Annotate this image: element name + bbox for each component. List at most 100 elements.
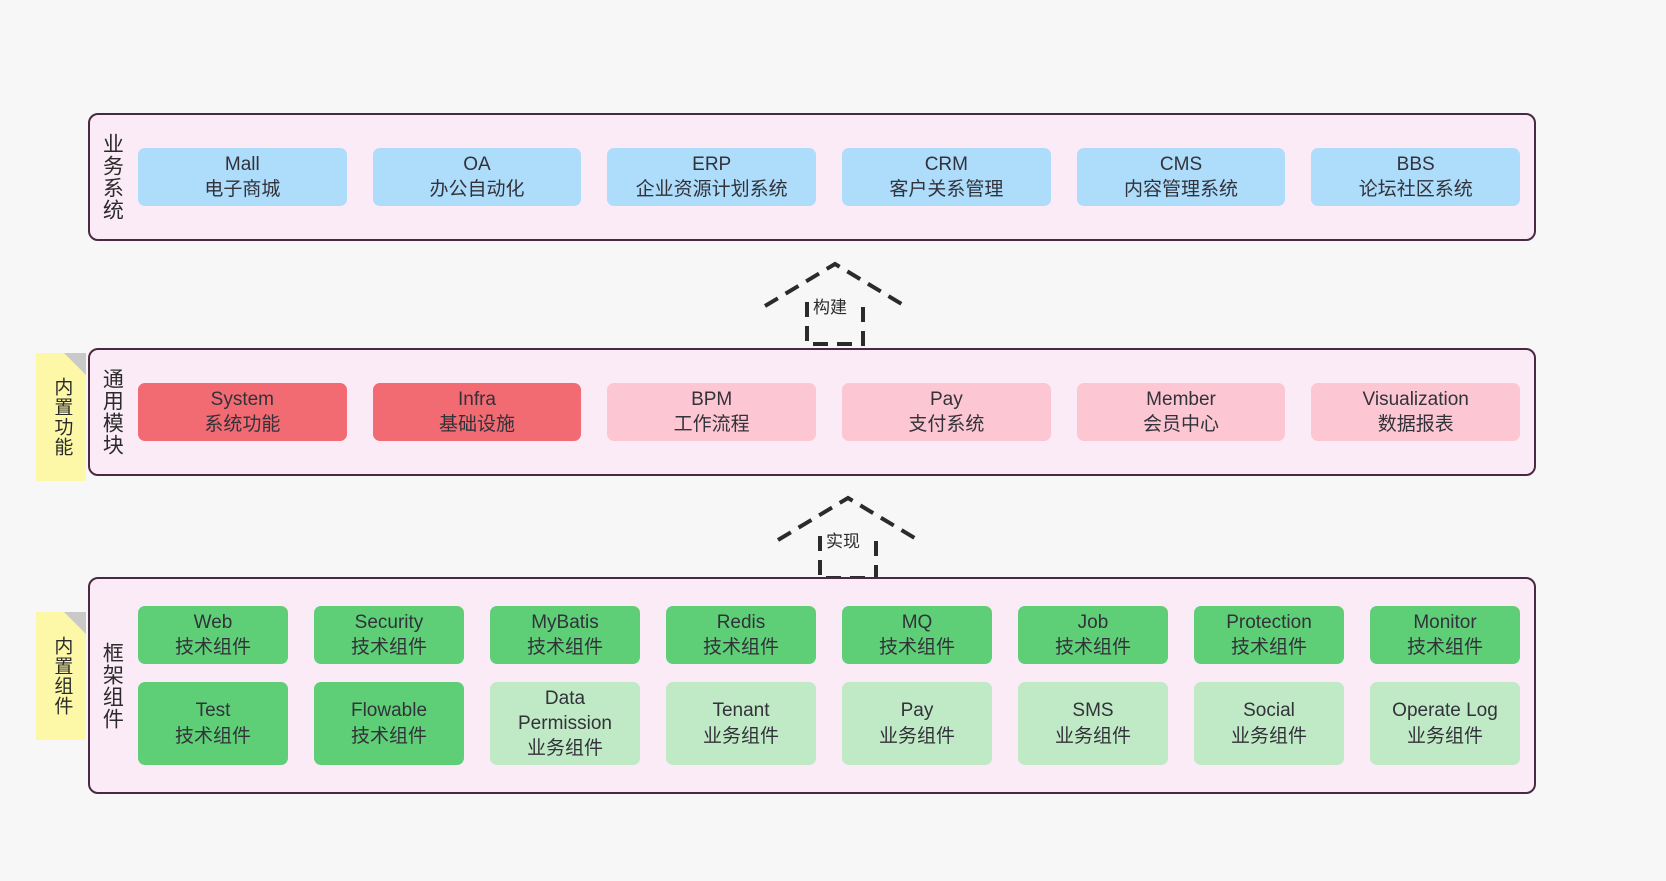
- card-title: CMS: [1159, 153, 1203, 175]
- card-title: Monitor: [1413, 611, 1477, 633]
- layer-body-common-modules: System 系统功能 Infra 基础设施 BPM 工作流程 Pay 支付系统…: [132, 350, 1534, 474]
- card-row: Mall 电子商城 OA 办公自动化 ERP 企业资源计划系统 CRM 客户关系…: [138, 147, 1521, 207]
- card-erp[interactable]: ERP 企业资源计划系统: [607, 147, 817, 207]
- note-builtin-components: 内置组件: [36, 612, 86, 740]
- card-mall[interactable]: Mall 电子商城: [138, 147, 347, 207]
- card-title: Mall: [224, 153, 260, 175]
- card-subtitle: 论坛社区系统: [1358, 179, 1473, 200]
- card-title: Member: [1146, 388, 1216, 410]
- card-subtitle: 业务组件: [526, 738, 603, 760]
- card-operate-log[interactable]: Operate Log 业务组件: [1370, 681, 1520, 766]
- card-crm[interactable]: CRM 客户关系管理: [842, 147, 1051, 207]
- card-oa[interactable]: OA 办公自动化: [372, 147, 582, 207]
- card-subtitle: 技术组件: [174, 725, 251, 747]
- card-subtitle: 技术组件: [1406, 636, 1483, 658]
- card-subtitle: 办公自动化: [429, 179, 525, 200]
- card-redis[interactable]: Redis 技术组件: [666, 605, 816, 664]
- card-subtitle: 内容管理系统: [1124, 179, 1239, 200]
- card-title: BPM: [691, 388, 733, 410]
- card-title: Pay: [929, 388, 963, 410]
- note-builtin-features: 内置功能: [36, 353, 86, 481]
- card-subtitle: 业务组件: [702, 725, 779, 747]
- card-mq[interactable]: MQ 技术组件: [842, 605, 992, 664]
- card-visualization[interactable]: Visualization 数据报表: [1311, 382, 1521, 442]
- implement-arrow-label: 实现: [826, 532, 860, 551]
- card-subtitle: 技术组件: [526, 636, 603, 658]
- card-title: Social: [1243, 700, 1295, 722]
- card-subtitle: 电子商城: [204, 179, 281, 200]
- card-sms[interactable]: SMS 业务组件: [1018, 681, 1168, 766]
- card-title: Infra: [457, 388, 497, 410]
- card-title: Security: [354, 611, 424, 633]
- card-bpm[interactable]: BPM 工作流程: [607, 382, 817, 442]
- card-subtitle: 客户关系管理: [889, 179, 1004, 200]
- card-subtitle: 基础设施: [439, 414, 516, 435]
- card-monitor[interactable]: Monitor 技术组件: [1370, 605, 1520, 664]
- card-flowable[interactable]: Flowable 技术组件: [314, 681, 464, 766]
- card-subtitle: 业务组件: [1230, 725, 1307, 747]
- card-title: Flowable: [350, 700, 428, 722]
- card-social[interactable]: Social 业务组件: [1194, 681, 1344, 766]
- layer-common-modules: 通用模块 System 系统功能 Infra 基础设施 BPM 工作流程 Pay…: [88, 348, 1536, 476]
- implement-arrow: 实现: [768, 492, 928, 582]
- card-title: Web: [193, 611, 233, 633]
- card-subtitle: 支付系统: [908, 414, 985, 435]
- card-title: Operate Log: [1392, 700, 1498, 722]
- card-subtitle: 数据报表: [1377, 414, 1454, 435]
- layer-title-common-modules: 通用模块: [100, 368, 124, 456]
- layer-title-framework-components: 框架组件: [100, 641, 124, 730]
- card-title: Tenant: [712, 700, 770, 722]
- card-subtitle: 技术组件: [350, 725, 427, 747]
- card-title: System: [210, 388, 275, 410]
- note-label: 内置功能: [51, 377, 73, 457]
- card-protection[interactable]: Protection 技术组件: [1194, 605, 1344, 664]
- card-subtitle: 技术组件: [1054, 636, 1131, 658]
- card-subtitle: 技术组件: [878, 636, 955, 658]
- layer-body-framework-components: Web 技术组件 Security 技术组件 MyBatis 技术组件 Redi…: [132, 579, 1534, 792]
- card-subtitle: 技术组件: [174, 636, 251, 658]
- card-title: SMS: [1072, 700, 1114, 722]
- card-cms[interactable]: CMS 内容管理系统: [1076, 147, 1286, 207]
- card-title: Protection: [1226, 611, 1312, 633]
- card-subtitle: 会员中心: [1143, 414, 1220, 435]
- note-fold-corner-icon: [64, 612, 86, 634]
- card-title: Job: [1077, 611, 1109, 633]
- card-system[interactable]: System 系统功能: [138, 382, 347, 442]
- card-subtitle: 业务组件: [1054, 725, 1131, 747]
- card-title: MQ: [901, 611, 933, 633]
- card-data-permission[interactable]: Data Permission 业务组件: [490, 681, 640, 766]
- card-title: BBS: [1396, 153, 1435, 175]
- card-title: Data Permission: [518, 687, 612, 735]
- card-bbs[interactable]: BBS 论坛社区系统: [1311, 147, 1521, 207]
- card-row: System 系统功能 Infra 基础设施 BPM 工作流程 Pay 支付系统…: [138, 382, 1521, 442]
- card-subtitle: 技术组件: [350, 636, 427, 658]
- card-subtitle: 系统功能: [204, 414, 281, 435]
- card-pay[interactable]: Pay 支付系统: [842, 382, 1051, 442]
- card-subtitle: 业务组件: [878, 725, 955, 747]
- card-subtitle: 企业资源计划系统: [635, 179, 788, 200]
- card-job[interactable]: Job 技术组件: [1018, 605, 1168, 664]
- card-subtitle: 业务组件: [1406, 725, 1483, 747]
- card-web[interactable]: Web 技术组件: [138, 605, 288, 664]
- card-title: Visualization: [1362, 388, 1469, 410]
- card-title: CRM: [924, 153, 968, 175]
- card-row-technical: Web 技术组件 Security 技术组件 MyBatis 技术组件 Redi…: [138, 605, 1520, 664]
- card-title: ERP: [692, 153, 732, 175]
- card-row-business: Test 技术组件 Flowable 技术组件 Data Permission …: [138, 681, 1520, 766]
- layer-business-systems: 业务系统 Mall 电子商城 OA 办公自动化 ERP 企业资源计划系统 CRM…: [88, 113, 1536, 241]
- card-mybatis[interactable]: MyBatis 技术组件: [490, 605, 640, 664]
- card-security[interactable]: Security 技术组件: [314, 605, 464, 664]
- card-member[interactable]: Member 会员中心: [1076, 382, 1286, 442]
- card-title: OA: [463, 153, 491, 175]
- note-label: 内置组件: [51, 636, 73, 716]
- card-title: Pay: [900, 700, 934, 722]
- card-subtitle: 技术组件: [702, 636, 779, 658]
- card-subtitle: 技术组件: [1230, 636, 1307, 658]
- card-title: Test: [195, 700, 231, 722]
- card-pay-business[interactable]: Pay 业务组件: [842, 681, 992, 766]
- card-test[interactable]: Test 技术组件: [138, 681, 288, 766]
- card-infra[interactable]: Infra 基础设施: [372, 382, 582, 442]
- card-tenant[interactable]: Tenant 业务组件: [666, 681, 816, 766]
- card-subtitle: 工作流程: [673, 414, 750, 435]
